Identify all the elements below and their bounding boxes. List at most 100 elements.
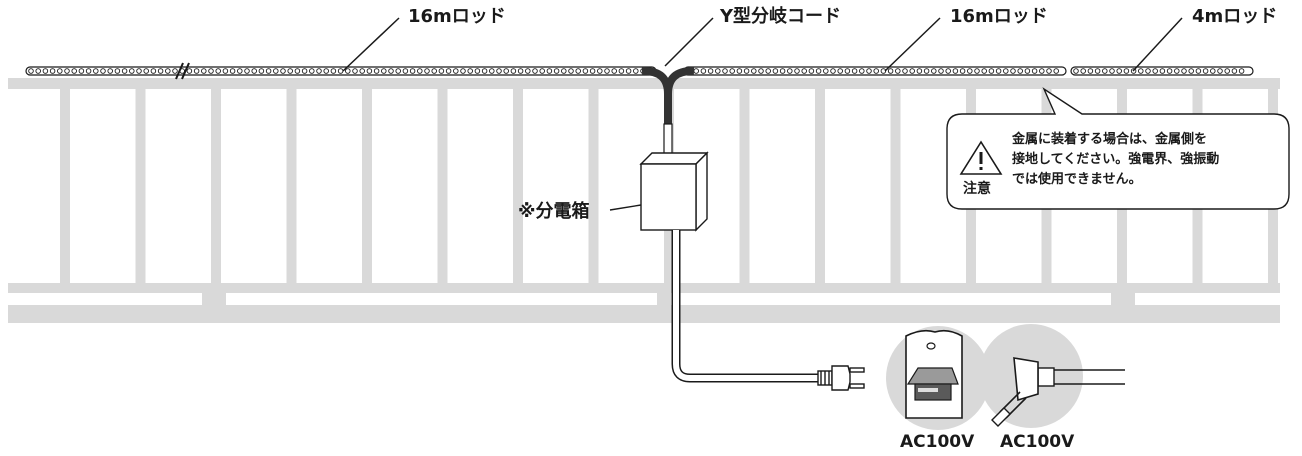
led-dot: [988, 68, 995, 74]
led-dot: [589, 68, 596, 74]
led-dot: [1017, 68, 1023, 74]
led-dot: [64, 68, 70, 74]
led-dot: [844, 68, 851, 74]
fence-post: [211, 89, 221, 283]
led-dot: [150, 68, 157, 74]
led-dot: [974, 68, 980, 74]
fence-post: [890, 89, 901, 283]
led-dot: [445, 68, 452, 74]
led-dot: [510, 68, 517, 74]
power-plug-icon: [817, 365, 865, 391]
led-dot: [1039, 68, 1045, 74]
rod-right-label: 16mロッド: [950, 6, 1048, 27]
led-dot: [1053, 68, 1059, 74]
led-dot: [938, 68, 944, 74]
led-dot: [604, 68, 610, 74]
led-dot: [765, 68, 771, 74]
led-dot: [143, 68, 149, 74]
led-dot: [909, 68, 915, 74]
led-dot: [172, 68, 178, 74]
led-dot: [916, 68, 923, 74]
led-dot: [129, 68, 135, 74]
break-mark-icon: [175, 62, 190, 80]
led-dot: [715, 68, 721, 74]
led-dot: [1024, 68, 1031, 74]
led-dot: [222, 68, 229, 74]
led-dot: [700, 68, 707, 74]
led-dot: [808, 68, 815, 74]
led-dot: [981, 68, 987, 74]
fence-post: [135, 89, 146, 283]
led-dot: [1174, 68, 1180, 74]
led-dot: [1238, 68, 1245, 74]
led-dot: [244, 68, 250, 74]
led-dot: [345, 68, 351, 74]
led-dot: [323, 68, 329, 74]
led-dot: [424, 68, 430, 74]
led-dot: [923, 68, 930, 74]
led-dot: [409, 68, 416, 74]
rod-left-label: 16mロッド: [408, 6, 506, 27]
led-dot: [1166, 68, 1173, 74]
led-dot: [561, 68, 567, 74]
led-dot: [625, 68, 632, 74]
led-dot: [1031, 68, 1038, 74]
led-dot: [136, 68, 142, 74]
junction-box: [639, 151, 709, 232]
led-dot: [251, 68, 257, 74]
wall-outlet-illustration: [886, 326, 990, 430]
led-dot: [287, 68, 293, 74]
led-dot: [294, 68, 301, 74]
led-dot: [496, 68, 502, 74]
led-dot: [902, 68, 908, 74]
led-dot: [758, 68, 764, 74]
led-dot: [873, 68, 879, 74]
rod-short-leader: [1132, 17, 1183, 72]
led-dot: [772, 68, 779, 74]
led-dot: [157, 68, 164, 74]
fence-post: [437, 89, 448, 283]
plug-outlet-illustration: [979, 324, 1125, 428]
led-dot: [57, 68, 63, 74]
plug-outlet-label: AC100V: [1000, 432, 1075, 452]
led-dot: [258, 68, 265, 74]
fence-foot-right: [1111, 292, 1135, 306]
caution-line-2: 接地してください。強電界、強振動: [1012, 152, 1220, 167]
led-dot: [1046, 68, 1052, 74]
led-dot: [100, 68, 106, 74]
led-dot: [1087, 68, 1094, 74]
led-dot: [309, 68, 315, 74]
led-dot: [952, 68, 959, 74]
led-dot: [28, 68, 34, 74]
led-dot: [366, 68, 373, 74]
led-dot: [539, 68, 545, 74]
led-dot: [597, 68, 603, 74]
led-dot: [503, 68, 509, 74]
led-dot: [402, 68, 409, 74]
led-dot: [474, 68, 481, 74]
led-dot: [1010, 68, 1016, 74]
led-dot: [1224, 68, 1230, 74]
led-dot: [265, 68, 272, 74]
led-dot: [381, 68, 387, 74]
led-dot: [895, 68, 901, 74]
led-dot: [1109, 68, 1115, 74]
led-dot: [582, 68, 589, 74]
led-dot: [114, 68, 121, 74]
led-dot: [352, 68, 358, 74]
led-dot: [417, 68, 423, 74]
led-dot: [438, 68, 445, 74]
led-dot: [553, 68, 560, 74]
led-dot: [1138, 68, 1144, 74]
led-dot: [931, 68, 937, 74]
led-dot: [866, 68, 872, 74]
led-dot: [1202, 68, 1209, 74]
caution-line-3: では使用できません。: [1012, 172, 1142, 187]
led-dot: [722, 68, 728, 74]
led-dot: [794, 68, 800, 74]
led-dot: [532, 68, 538, 74]
led-dot: [215, 68, 221, 74]
led-dot: [193, 68, 200, 74]
led-dot: [830, 68, 836, 74]
